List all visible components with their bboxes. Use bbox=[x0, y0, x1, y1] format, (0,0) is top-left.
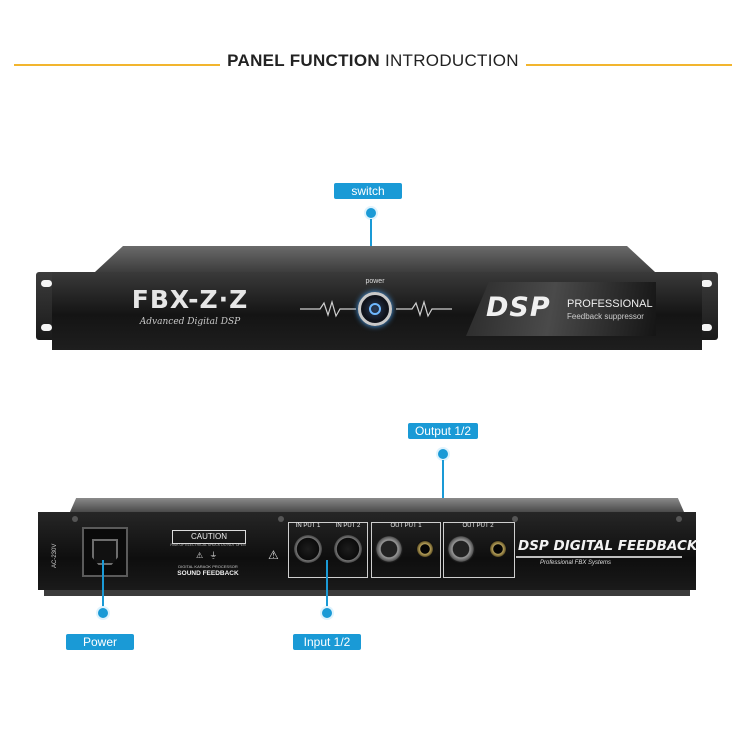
caution-label: CAUTION bbox=[172, 530, 246, 544]
power-inlet-receptacle bbox=[92, 539, 118, 565]
screw bbox=[676, 516, 682, 522]
shock-warning-icon: ⚠ bbox=[196, 551, 204, 560]
header-line-right bbox=[526, 64, 732, 66]
waveform-left-icon bbox=[300, 300, 356, 318]
waveform-right-icon bbox=[396, 300, 452, 318]
output1-xlr-jack[interactable] bbox=[375, 535, 403, 563]
rack-hole bbox=[41, 280, 52, 287]
input-callout-label: Input 1/2 bbox=[293, 634, 361, 650]
rear-brand-label: DSP DIGITAL FEEDBACK bbox=[518, 538, 698, 554]
output2-label: OUT PUT 2 bbox=[462, 523, 494, 529]
input2-jack[interactable] bbox=[334, 535, 362, 563]
output-callout-label: Output 1/2 bbox=[408, 423, 478, 439]
safety-icons: ⚠ ⏚ bbox=[196, 550, 217, 561]
front-model-logo: FBX-Z·Z bbox=[131, 285, 249, 314]
switch-callout-label: switch bbox=[334, 183, 402, 199]
rear-panel-bottom bbox=[44, 590, 690, 596]
rear-brand-divider bbox=[516, 556, 682, 558]
rack-hole bbox=[41, 324, 52, 331]
output1-group bbox=[371, 522, 441, 578]
rack-hole bbox=[701, 324, 712, 331]
rear-panel-top bbox=[70, 498, 684, 512]
header-line-left bbox=[14, 64, 220, 66]
front-model-subtitle: Advanced Digital DSP bbox=[139, 317, 241, 327]
power-label: power bbox=[365, 278, 385, 285]
input1-jack[interactable] bbox=[294, 535, 322, 563]
dsp-professional-label: PROFESSIONAL bbox=[567, 298, 653, 310]
output1-label: OUT PUT 1 bbox=[390, 523, 422, 529]
input-group bbox=[288, 522, 368, 578]
screw bbox=[512, 516, 518, 522]
ac-voltage-label: AC-230V bbox=[52, 543, 58, 568]
dsp-feedback-label: Feedback suppressor bbox=[567, 312, 644, 321]
power-inlet-socket[interactable] bbox=[82, 527, 128, 577]
screw bbox=[278, 516, 284, 522]
warning-triangle-icon: ⚠ bbox=[268, 548, 279, 562]
processor-note: DIGITAL KARAOK PROCESSOR bbox=[178, 564, 238, 569]
ground-icon: ⏚ bbox=[209, 551, 218, 560]
power-callout-label: Power bbox=[66, 634, 134, 650]
power-callout-dot bbox=[96, 606, 110, 620]
power-switch-button[interactable] bbox=[358, 292, 392, 326]
rack-hole bbox=[701, 280, 712, 287]
dsp-logo: DSP bbox=[486, 292, 551, 323]
input1-label: IN PUT 1 bbox=[295, 523, 321, 529]
switch-callout-dot bbox=[364, 206, 378, 220]
output2-phone-jack[interactable] bbox=[489, 540, 507, 558]
rear-brand-subtitle: Professional FBX Systems bbox=[540, 560, 612, 566]
output1-phone-jack[interactable] bbox=[416, 540, 434, 558]
caution-note: RISK OF ELECTRICAL SHOCK DO NOT OPEN bbox=[170, 543, 246, 547]
output2-xlr-jack[interactable] bbox=[447, 535, 475, 563]
front-panel-top bbox=[95, 246, 655, 272]
input2-label: IN PUT 2 bbox=[335, 523, 361, 529]
input-callout-dot bbox=[320, 606, 334, 620]
dsp-badge bbox=[466, 282, 656, 336]
page-title: PANEL FUNCTION INTRODUCTION bbox=[227, 51, 519, 70]
sound-feedback-label: SOUND FEEDBACK bbox=[177, 570, 239, 577]
output-callout-dot bbox=[436, 447, 450, 461]
power-callout-line bbox=[102, 560, 104, 610]
input-callout-line bbox=[326, 560, 328, 610]
screw bbox=[72, 516, 78, 522]
output2-group bbox=[443, 522, 515, 578]
